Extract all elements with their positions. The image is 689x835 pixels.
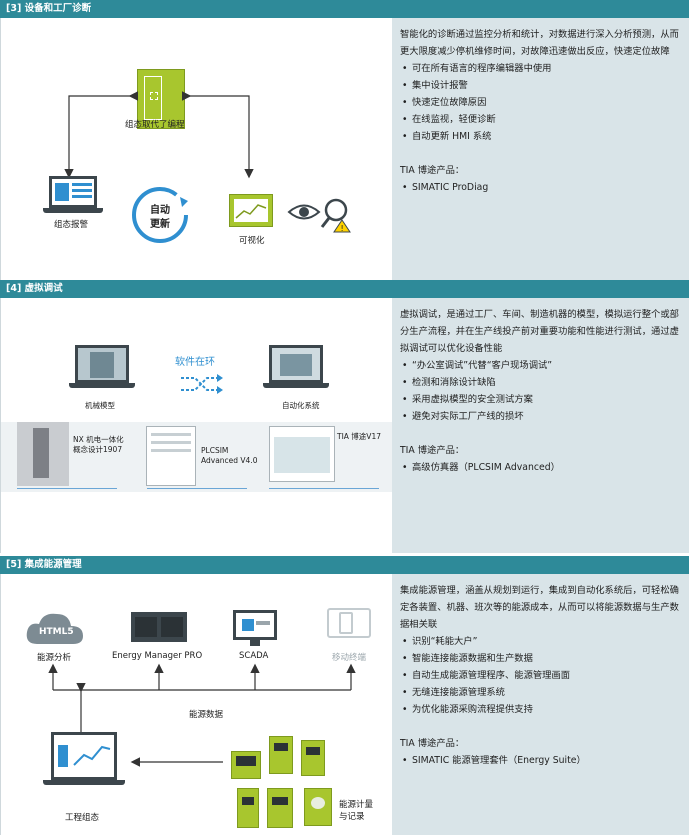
thumb2-line1: PLCSIM xyxy=(201,446,229,455)
laptop-automation-system-icon xyxy=(263,345,329,391)
label-emp: Energy Manager PRO xyxy=(112,651,203,661)
bullet-list: “办公室调试”代替“客户现场调试” 检测和消除设计缺陷 采用虚拟模型的安全测试方… xyxy=(400,357,681,425)
html5-cloud-icon xyxy=(26,613,83,644)
list-item: SIMATIC ProDiag xyxy=(400,179,681,196)
top-label: 组态取代了编程 xyxy=(125,120,185,130)
left-label: 机械模型 xyxy=(85,401,115,410)
products-label: TIA 博途产品： xyxy=(400,165,465,176)
eye-icon xyxy=(287,204,321,220)
list-item: 集中设计报警 xyxy=(400,77,681,94)
energy-meter-device xyxy=(231,751,261,779)
section-title: [5] 集成能源管理 xyxy=(0,556,689,574)
list-item: “办公室调试”代替“客户现场调试” xyxy=(400,357,681,374)
products-list: SIMATIC ProDiag xyxy=(400,179,681,196)
list-item: 避免对实际工厂产线的损坏 xyxy=(400,408,681,425)
energy-meter-device xyxy=(301,740,325,776)
energy-meter-device xyxy=(304,788,332,826)
intro-text: 集成能源管理，涵盖从规划到运行，集成到自动化系统后，可轻松确定各装置、机器、班次… xyxy=(400,585,679,630)
scada-monitor-icon xyxy=(233,610,277,640)
bullet-list: 识别“耗能大户” 智能连接能源数据和生产数据 自动生成能源管理程序、能源管理画面… xyxy=(400,633,681,718)
energy-manager-icon xyxy=(131,612,187,642)
magnifier-warning-icon: ! xyxy=(320,198,351,233)
plc-device-icon xyxy=(137,69,185,129)
energy-meter-device xyxy=(267,788,293,828)
divider xyxy=(17,488,117,489)
section-title: [4] 虚拟调试 xyxy=(0,280,689,298)
energy-meter-device xyxy=(237,788,259,828)
thumb2-line2: Advanced V4.0 xyxy=(201,456,258,465)
label-meter-2: 与记录 xyxy=(339,812,365,822)
list-item: 智能连接能源数据和生产数据 xyxy=(400,650,681,667)
divider xyxy=(269,488,379,489)
sync-arrows-icon xyxy=(181,374,223,394)
list-item: 在线监视，轻便诊断 xyxy=(400,111,681,128)
virtual-commissioning-text-panel: 虚拟调试，是通过工厂、车间、制造机器的模型，模拟运行整个或部分生产流程，并在生产… xyxy=(392,298,689,553)
list-item: SIMATIC 能源管理套件（Energy Suite） xyxy=(400,752,681,769)
plcsim-thumbnail xyxy=(146,426,196,486)
auto-update-cycle-icon xyxy=(132,187,188,243)
center-label: 软件在环 xyxy=(175,357,215,368)
label-scada: SCADA xyxy=(239,651,269,661)
list-item: 可在所有语言的程序编辑器中使用 xyxy=(400,60,681,77)
divider xyxy=(147,488,247,489)
mobile-terminal-icon xyxy=(327,608,371,638)
list-item: 识别“耗能大户” xyxy=(400,633,681,650)
right-label: 可视化 xyxy=(239,236,265,246)
list-item: 自动更新 HMI 系统 xyxy=(400,128,681,145)
laptop-engineering-icon xyxy=(43,732,125,790)
label-energy-data: 能源数据 xyxy=(189,710,224,720)
list-item: 高级仿真器（PLCSIM Advanced） xyxy=(400,459,681,476)
diagnostics-text-panel: 智能化的诊断通过监控分析和统计，对数据进行深入分析预测，从而更大限度减少停机维修… xyxy=(392,18,689,280)
laptop-alarm-icon xyxy=(43,176,103,216)
energy-management-diagram: HTML5 能源分析 Energy Manager PRO SCADA 移动终端 xyxy=(0,574,392,835)
label-analysis: 能源分析 xyxy=(37,653,72,663)
list-item: 无缝连接能源管理系统 xyxy=(400,684,681,701)
bullet-list: 可在所有语言的程序编辑器中使用 集中设计报警 快速定位故障原因 在线监视，轻便诊… xyxy=(400,60,681,145)
thumb1-line1: NX 机电一体化 xyxy=(73,435,124,444)
cloud-text: HTML5 xyxy=(39,627,74,637)
energy-data-connectors xyxy=(48,663,356,767)
scada-monitor-stand xyxy=(250,640,260,646)
section-virtual-commissioning: [4] 虚拟调试 机械模型 软件在环 xyxy=(0,280,689,553)
nx-model-thumbnail xyxy=(17,422,69,486)
list-item: 采用虚拟模型的安全测试方案 xyxy=(400,391,681,408)
products-list: SIMATIC 能源管理套件（Energy Suite） xyxy=(400,752,681,769)
svg-text:!: ! xyxy=(341,224,344,233)
energy-meter-device xyxy=(269,736,293,774)
virtual-commissioning-diagram: 机械模型 软件在环 自动化系统 NX 机电一体化 概念设计1907 xyxy=(0,298,393,553)
list-item: 为优化能源采购流程提供支持 xyxy=(400,701,681,718)
list-item: 自动生成能源管理程序、能源管理画面 xyxy=(400,667,681,684)
tia-portal-thumbnail xyxy=(269,426,335,482)
thumb1-line2: 概念设计1907 xyxy=(73,445,123,454)
products-label: TIA 博途产品： xyxy=(400,738,465,749)
cycle-label-1: 自动 xyxy=(150,205,170,216)
list-item: 检测和消除设计缺陷 xyxy=(400,374,681,391)
visualization-screen-icon xyxy=(229,194,273,227)
list-item: 快速定位故障原因 xyxy=(400,94,681,111)
laptop-mechanical-model-icon xyxy=(69,345,135,391)
section-energy-management: [5] 集成能源管理 HTML5 能源分析 Energy Manager PRO… xyxy=(0,556,689,835)
intro-text: 智能化的诊断通过监控分析和统计，对数据进行深入分析预测，从而更大限度减少停机维修… xyxy=(400,29,679,57)
products-label: TIA 博途产品： xyxy=(400,445,465,456)
section-diagnostics: [3] 设备和工厂诊断 组态取代了编程 xyxy=(0,0,689,280)
intro-text: 虚拟调试，是通过工厂、车间、制造机器的模型，模拟运行整个或部分生产流程，并在生产… xyxy=(400,309,679,354)
connector-arrows xyxy=(64,91,254,179)
label-mobile: 移动终端 xyxy=(332,653,367,663)
label-meter-1: 能源计量 xyxy=(339,800,374,810)
energy-management-text-panel: 集成能源管理，涵盖从规划到运行，集成到自动化系统后，可轻松确定各装置、机器、班次… xyxy=(392,574,689,835)
label-engineering: 工程组态 xyxy=(65,813,100,823)
section-title: [3] 设备和工厂诊断 xyxy=(0,0,689,18)
right-label: 自动化系统 xyxy=(282,401,320,410)
cycle-label-2: 更新 xyxy=(150,219,170,230)
left-label: 组态报警 xyxy=(54,220,89,230)
products-list: 高级仿真器（PLCSIM Advanced） xyxy=(400,459,681,476)
diagnostics-diagram: 组态取代了编程 组态报警 xyxy=(0,18,392,280)
thumb3-line1: TIA 博途V17 xyxy=(337,432,381,441)
